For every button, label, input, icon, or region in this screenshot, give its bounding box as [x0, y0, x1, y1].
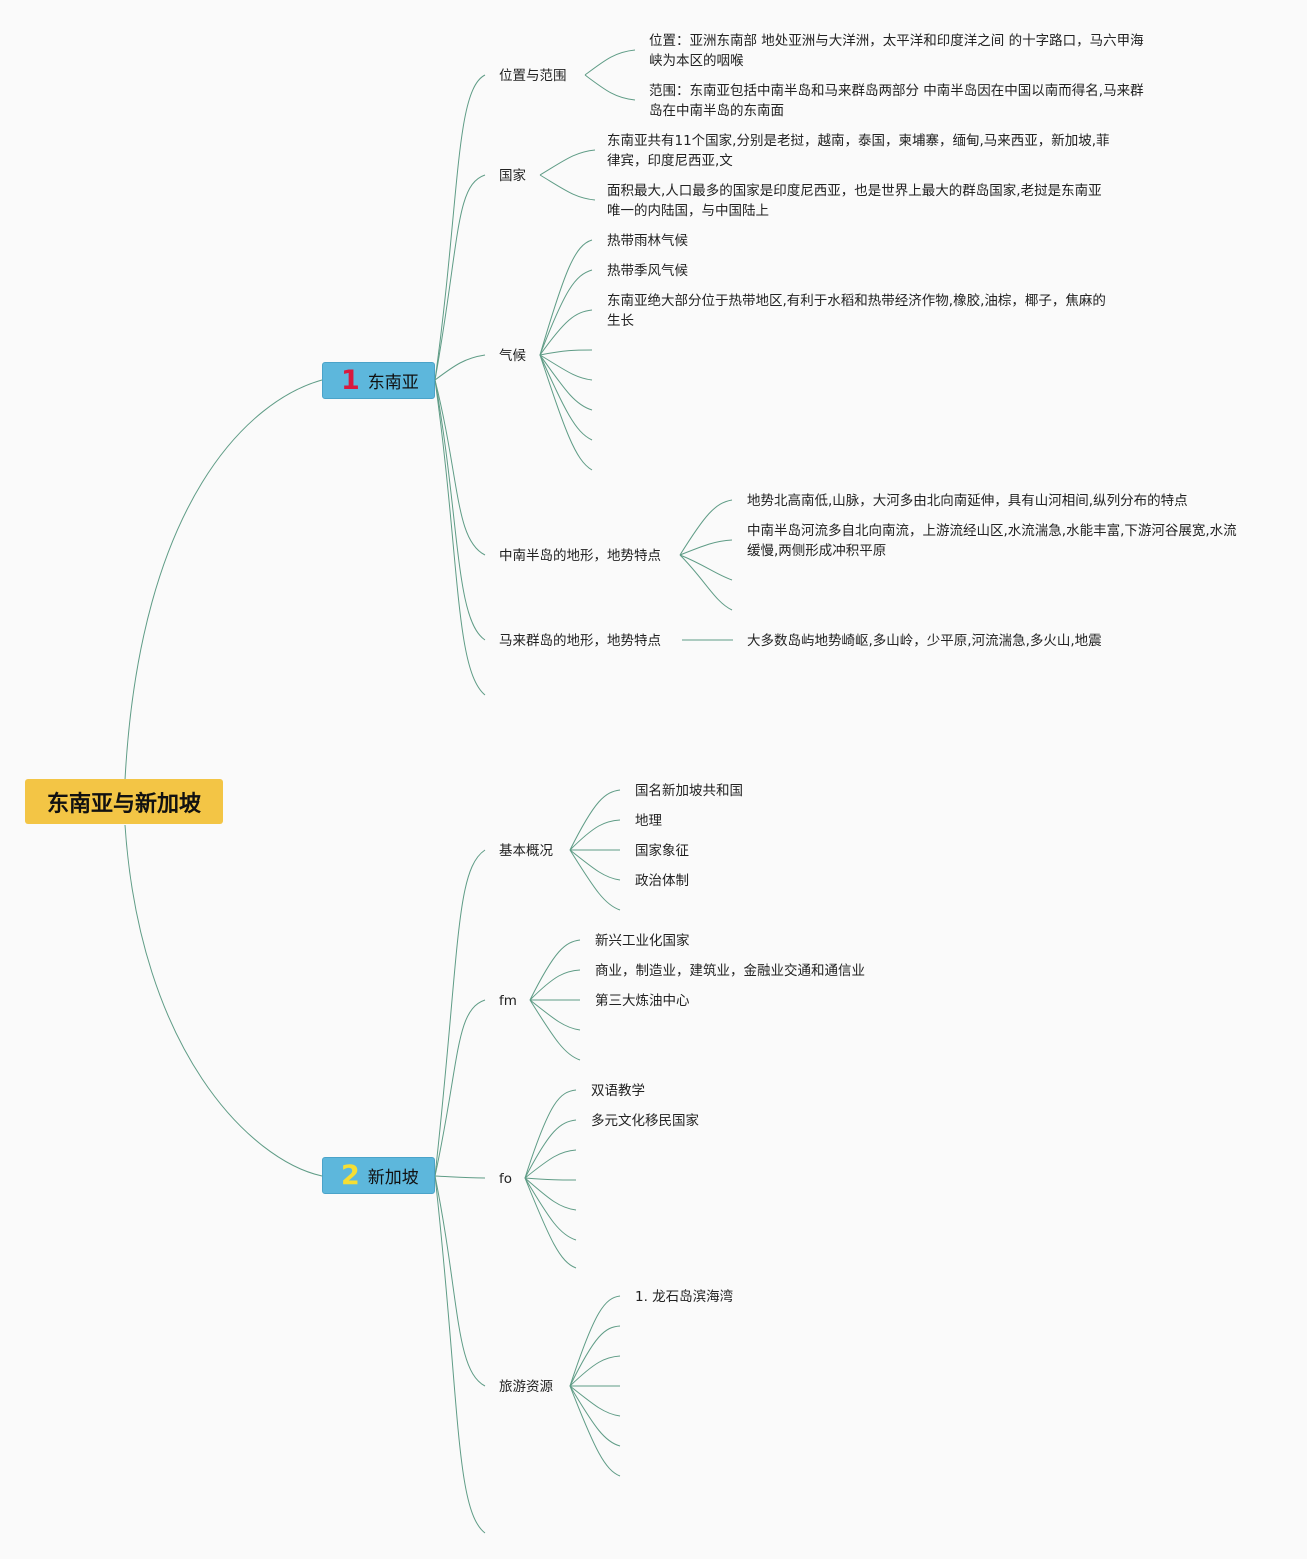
- link-climate-7: [539, 354, 593, 441]
- link-basics-5: [569, 849, 621, 911]
- link-climate-8: [539, 354, 593, 471]
- node-fm-3[interactable]: 第三大炼油中心: [595, 993, 690, 1009]
- link-sea-countries: [434, 174, 486, 381]
- node-tourism[interactable]: 旅游资源: [499, 1379, 553, 1395]
- node-fo[interactable]: fo: [499, 1171, 513, 1187]
- link-tourism-2: [569, 1325, 621, 1387]
- link-fm-5: [529, 999, 581, 1061]
- branch-number-badge: 2: [341, 1160, 360, 1191]
- link-basics-2: [569, 819, 621, 851]
- link-climate-2: [539, 269, 593, 356]
- node-fm-1[interactable]: 新兴工业化国家: [595, 933, 690, 949]
- link-sea-malay: [434, 379, 486, 641]
- link-sea-indochina: [434, 379, 486, 556]
- branch-title: 新加坡: [367, 1168, 419, 1188]
- link-indochina-3: [679, 554, 733, 581]
- node-basics-name[interactable]: 国名新加坡共和国: [635, 783, 743, 799]
- link-countries-largest: [539, 174, 596, 201]
- link-sea-location: [434, 74, 486, 381]
- node-fm-2[interactable]: 商业，制造业，建筑业，金融业交通和通信业: [595, 963, 865, 979]
- node-tourism-1[interactable]: 1. 龙石岛滨海湾: [635, 1289, 734, 1305]
- link-location-scope: [584, 74, 636, 101]
- link-fo-7: [524, 1177, 577, 1269]
- link-climate-4: [539, 349, 593, 356]
- node-basics-geography[interactable]: 地理: [635, 813, 662, 829]
- link-basics-4: [569, 849, 621, 881]
- node-countries-largest[interactable]: 面积最大,人口最多的国家是印度尼西亚，也是世界上最大的群岛国家,老挝是东南亚唯一…: [607, 183, 1102, 219]
- link-fm-1: [529, 939, 581, 1001]
- node-basics-politics[interactable]: 政治体制: [635, 873, 689, 889]
- link-climate-3: [539, 309, 593, 356]
- link-indochina-4: [679, 554, 733, 611]
- link-indochina-1: [679, 499, 733, 556]
- link-fo-6: [524, 1177, 577, 1241]
- node-countries-list[interactable]: 东南亚共有11个国家,分别是老挝，越南，泰国，柬埔寨，缅甸,马来西亚，新加坡,菲…: [607, 133, 1110, 169]
- link-tourism-6: [569, 1385, 621, 1447]
- link-sg-basics: [434, 849, 486, 1177]
- link-sg-fo: [434, 1175, 486, 1179]
- node-malay-terrain[interactable]: 马来群岛的地形，地势特点: [499, 633, 661, 649]
- link-sg-tourism: [434, 1175, 486, 1387]
- node-basics-symbols[interactable]: 国家象征: [635, 843, 689, 859]
- link-basics-1: [569, 789, 621, 851]
- link-sg-empty: [434, 1175, 486, 1534]
- root-node[interactable]: 东南亚与新加坡: [25, 779, 223, 824]
- link-indochina-2: [679, 539, 733, 556]
- link-tourism-5: [569, 1385, 621, 1417]
- node-indochina-terrain-2[interactable]: 中南半岛河流多自北向南流，上游流经山区,水流湍急,水能丰富,下游河谷展宽,水流缓…: [747, 523, 1237, 559]
- link-fo-3: [524, 1149, 577, 1179]
- root-title: 东南亚与新加坡: [46, 791, 201, 817]
- node-location-scope[interactable]: 位置与范围: [499, 68, 567, 84]
- node-climate[interactable]: 气候: [499, 348, 526, 364]
- link-sea-climate: [434, 354, 486, 381]
- node-fo-1[interactable]: 双语教学: [591, 1083, 645, 1099]
- node-position[interactable]: 位置：亚洲东南部 地处亚洲与大洋洲，太平洋和印度洋之间 的十字路口，马六甲海峡为…: [649, 33, 1144, 69]
- link-tourism-3: [569, 1355, 621, 1387]
- link-tourism-7: [569, 1385, 621, 1477]
- node-countries[interactable]: 国家: [499, 168, 526, 184]
- link-countries-list: [539, 149, 596, 176]
- link-fm-2: [529, 969, 581, 1001]
- link-root-singapore: [124, 824, 323, 1177]
- node-basics[interactable]: 基本概况: [499, 843, 553, 859]
- node-climate-rainforest[interactable]: 热带雨林气候: [607, 233, 688, 249]
- node-scope[interactable]: 范围：东南亚包括中南半岛和马来群岛两部分 中南半岛因在中国以南而得名,马来群岛在…: [649, 83, 1144, 119]
- link-fo-1: [524, 1089, 577, 1179]
- link-location-position: [584, 49, 636, 76]
- branch-singapore[interactable]: 2 新加坡: [322, 1157, 435, 1194]
- link-fo-4: [524, 1177, 577, 1181]
- node-climate-crops[interactable]: 东南亚绝大部分位于热带地区,有利于水稻和热带经济作物,橡胶,油棕，椰子，焦麻的生…: [607, 293, 1106, 329]
- link-climate-6: [539, 354, 593, 411]
- node-fm[interactable]: fm: [499, 993, 517, 1009]
- link-fm-4: [529, 999, 581, 1031]
- link-root-southeast-asia: [124, 379, 323, 781]
- link-climate-1: [539, 239, 593, 356]
- node-indochina-terrain[interactable]: 中南半岛的地形，地势特点: [499, 548, 661, 564]
- link-climate-5: [539, 354, 593, 381]
- link-fo-2: [524, 1119, 577, 1179]
- link-sea-empty: [434, 379, 486, 696]
- link-fo-5: [524, 1177, 577, 1211]
- node-indochina-terrain-1[interactable]: 地势北高南低,山脉，大河多由北向南延伸，具有山河相间,纵列分布的特点: [747, 493, 1188, 509]
- branch-title: 东南亚: [367, 373, 419, 393]
- branch-southeast-asia[interactable]: 1 东南亚: [322, 362, 435, 399]
- link-tourism-1: [569, 1295, 621, 1387]
- branch-number-badge: 1: [341, 365, 360, 396]
- node-malay-terrain-1[interactable]: 大多数岛屿地势崎岖,多山岭，少平原,河流湍急,多火山,地震: [747, 633, 1102, 649]
- link-sg-fm: [434, 999, 486, 1177]
- node-fo-2[interactable]: 多元文化移民国家: [591, 1113, 699, 1129]
- node-climate-monsoon[interactable]: 热带季风气候: [607, 263, 688, 279]
